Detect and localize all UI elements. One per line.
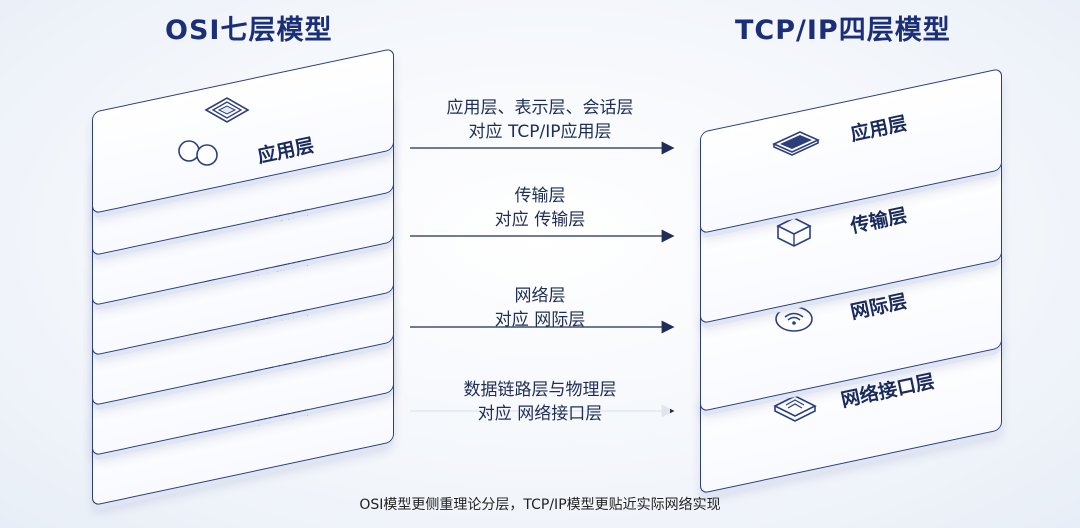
mapping-transport-line2: 对应 传输层: [494, 210, 586, 230]
mapping-application-line2: 对应 TCP/IP应用层: [468, 122, 612, 142]
tcp-layer-internet: 网际层: [700, 245, 1002, 413]
circles-icon: [178, 140, 218, 166]
tcp-layer-transport: 传输层: [700, 157, 1002, 325]
osi-layer-application: 应用层: [92, 47, 394, 215]
network-interface-icon: [773, 395, 817, 422]
mapping-link-line1: 数据链路层与物理层: [463, 380, 617, 400]
mapping-application-line1: 应用层、表示层、会话层: [446, 98, 634, 118]
window-icon: [204, 97, 250, 123]
box-icon: [776, 217, 812, 247]
tcp-layer-application: 应用层: [700, 67, 1002, 235]
mapping-application: 应用层、表示层、会话层 对应 TCP/IP应用层: [410, 96, 670, 144]
mapping-transport-line1: 传输层: [514, 186, 566, 206]
mapping-network: 网络层 对应 网际层: [410, 284, 670, 332]
wifi-router-icon: [775, 306, 813, 332]
osi-title: OSI七层模型: [165, 15, 333, 46]
tcp-layer-link: 网络接口层: [700, 327, 1002, 495]
mapping-network-line1: 网络层: [514, 286, 566, 306]
tcp-title: TCP/IP四层模型: [735, 15, 951, 46]
mapping-transport: 传输层 对应 传输层: [410, 184, 670, 232]
footer-note: OSI模型更侧重理论分层，TCP/IP模型更贴近实际网络实现: [359, 497, 721, 513]
mapping-link: 数据链路层与物理层 对应 网络接口层: [410, 378, 670, 426]
mapping-network-line2: 对应 网际层: [494, 310, 586, 330]
mapping-link-line2: 对应 网络接口层: [477, 404, 603, 424]
tablet-icon: [772, 131, 820, 156]
